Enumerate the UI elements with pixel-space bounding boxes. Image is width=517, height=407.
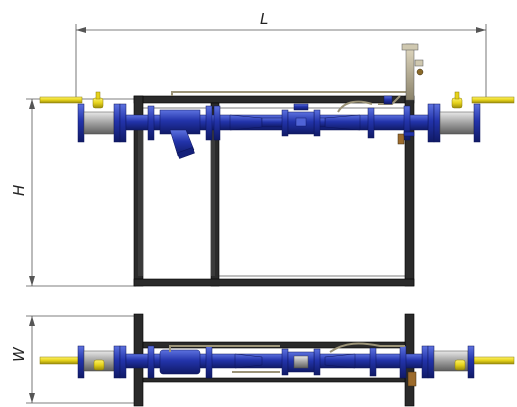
- dimension-lines: [26, 24, 487, 404]
- top-flow-meter: [287, 351, 315, 373]
- flow-meter: [287, 103, 315, 135]
- top-outlet-fitting: [421, 345, 475, 379]
- top-drain-valve: [407, 371, 417, 387]
- gas-filter: [159, 109, 201, 159]
- top-impulse-tubing: [169, 342, 405, 373]
- top-view: [39, 313, 515, 407]
- impulse-tubing: [171, 60, 411, 113]
- inlet-fitting: [77, 103, 127, 143]
- frame-inner-lines: [143, 107, 405, 277]
- width-dimension-label: W: [10, 346, 28, 362]
- top-gas-filter: [159, 349, 201, 375]
- top-inlet-fitting: [77, 345, 127, 379]
- height-dimension-label: H: [10, 185, 28, 196]
- outlet-ball-valve: [451, 91, 463, 109]
- gas-pipes: [39, 96, 515, 104]
- front-view: [39, 43, 515, 287]
- inlet-ball-valve: [92, 91, 104, 109]
- outlet-fitting: [427, 103, 481, 143]
- pipeline-flanges: [147, 105, 411, 141]
- drain-valve: [397, 131, 415, 145]
- instrument-mast: [401, 43, 424, 101]
- length-dimension-label: L: [260, 10, 268, 28]
- pressure-regulator: [383, 95, 393, 105]
- support-frame: [133, 95, 415, 287]
